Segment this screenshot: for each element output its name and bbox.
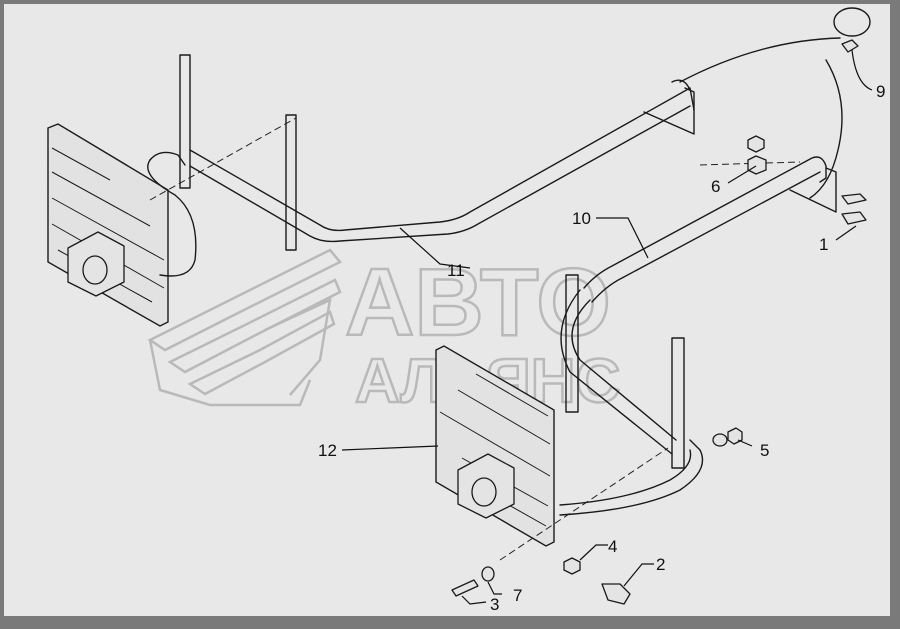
watermark-emblem — [147, 248, 342, 407]
callout-6: 6 — [711, 177, 720, 196]
callout-1: 1 — [819, 235, 828, 254]
callout-7: 7 — [513, 586, 522, 605]
callout-12: 12 — [318, 441, 337, 460]
watermark-text-line1: АВТО — [345, 249, 611, 356]
bolt-icon — [601, 583, 631, 605]
lower-frame-part-10 — [559, 59, 843, 516]
nut-icon — [727, 427, 743, 445]
bolt-icon — [841, 211, 867, 225]
fasteners — [451, 7, 871, 605]
callout-3: 3 — [490, 595, 499, 614]
bolt-icon — [841, 193, 867, 205]
retaining-ring-icon — [833, 7, 871, 37]
callout-labels: 9 6 1 10 11 12 5 4 2 3 7 — [318, 82, 885, 614]
washer-nut-icon — [747, 155, 767, 175]
callout-2: 2 — [656, 555, 665, 574]
callout-9: 9 — [876, 82, 885, 101]
nut-icon — [747, 135, 765, 153]
nut-icon — [563, 557, 581, 575]
callout-10: 10 — [572, 209, 591, 228]
bolt-icon — [451, 579, 479, 597]
leader-lines — [341, 49, 873, 605]
callout-11: 11 — [447, 261, 465, 280]
callout-5: 5 — [760, 441, 769, 460]
washer-icon — [481, 566, 495, 582]
callout-4: 4 — [608, 537, 617, 556]
upper-frame-part-11 — [147, 37, 841, 277]
washer-icon — [712, 433, 728, 447]
pin-icon — [841, 39, 859, 53]
upper-reflector-plate — [47, 123, 169, 327]
lower-reflector-plate-part-12 — [435, 345, 669, 561]
